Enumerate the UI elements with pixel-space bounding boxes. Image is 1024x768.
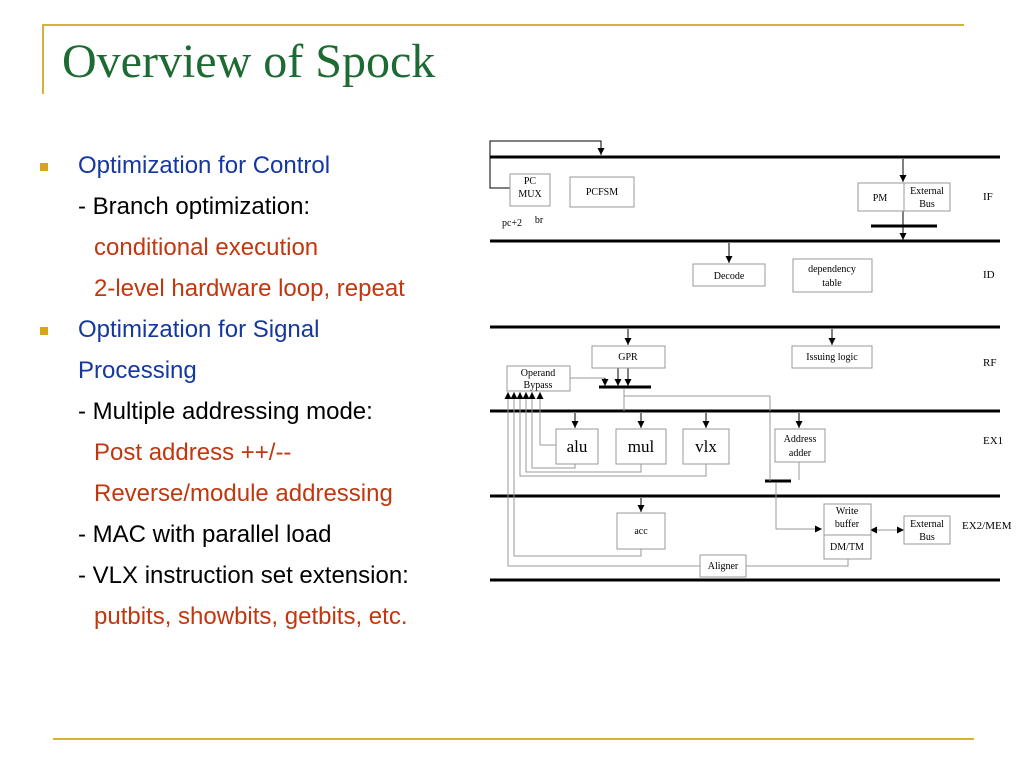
external-bus-mem-label-2: Bus — [919, 532, 935, 543]
block-labels: PC MUX PCFSM PM External Bus Decode depe… — [502, 176, 944, 572]
bullet-marker — [40, 163, 48, 171]
issuing-logic-label: Issuing logic — [806, 352, 858, 363]
pipeline-stage-rules — [490, 155, 1000, 582]
sub-vlx-extension: - VLX instruction set extension: — [78, 562, 409, 589]
dm-tm-label: DM/TM — [830, 542, 864, 553]
issuing-logic-block — [791, 345, 873, 369]
pm-label: PM — [873, 193, 888, 204]
dependency-table-label-1: dependency — [808, 264, 856, 275]
connectors — [489, 140, 907, 567]
acc-block — [616, 512, 666, 550]
pc-mux-label-1: PC — [524, 176, 537, 187]
gpr-block — [591, 345, 666, 369]
pc-mux-label-2: MUX — [518, 189, 542, 200]
dependency-table-block — [792, 258, 873, 293]
write-buffer-label-2: buffer — [835, 519, 860, 530]
bullet-optimization-signal-cont: Processing — [78, 357, 197, 384]
external-bus-if-label-1: External — [910, 186, 944, 197]
sub-mac-parallel-load: - MAC with parallel load — [78, 521, 332, 548]
item-post-address: Post address ++/-- — [94, 439, 292, 466]
stage-label-id: ID — [983, 269, 995, 281]
write-buffer-block — [823, 503, 872, 560]
frame-left-rule — [42, 24, 44, 94]
bullet-optimization-signal: Optimization for Signal — [78, 316, 320, 343]
address-adder-label-1: Address — [784, 434, 817, 445]
sub-addressing-mode: - Multiple addressing mode: — [78, 398, 373, 425]
frame-top-rule — [42, 24, 964, 26]
vlx-label: vlx — [695, 437, 717, 456]
external-bus-if-label-2: Bus — [919, 199, 935, 210]
alu-block — [555, 428, 599, 465]
item-conditional-execution: conditional execution — [94, 234, 319, 261]
vlx-block — [682, 428, 730, 465]
bullet-optimization-control: Optimization for Control — [78, 152, 331, 179]
dependency-table-label-2: table — [822, 278, 842, 289]
operand-bypass-block — [506, 365, 571, 392]
gpr-label: GPR — [618, 352, 638, 363]
pcfsm-block — [569, 176, 635, 208]
item-bit-functions: putbits, showbits, getbits, etc. — [94, 603, 408, 630]
item-reverse-addressing: Reverse/module addressing — [94, 480, 393, 507]
decode-block — [692, 263, 766, 287]
sub-branch-optimization: - Branch optimization: — [78, 193, 311, 220]
pc2-label: pc+2 — [502, 218, 522, 229]
frame-bottom-rule — [53, 738, 974, 740]
stage-labels: IF ID RF EX1 EX2/MEM — [962, 191, 1012, 532]
stage-label-ex1: EX1 — [983, 435, 1003, 447]
slide-title: Overview of Spock — [62, 35, 436, 88]
mul-block — [615, 428, 667, 465]
br-label: br — [535, 215, 544, 226]
item-hardware-loop: 2-level hardware loop, repeat — [94, 275, 405, 302]
aligner-label: Aligner — [708, 561, 739, 572]
external-bus-mem-block — [903, 515, 951, 545]
functional-unit-labels: alu mul vlx — [567, 437, 718, 456]
operand-bypass-label-1: Operand — [521, 368, 555, 379]
internal-buses — [599, 224, 937, 483]
aligner-block — [699, 554, 747, 578]
write-buffer-label-1: Write — [836, 506, 859, 517]
bullet-list: Optimization for Control - Branch optimi… — [0, 0, 480, 680]
acc-label: acc — [634, 526, 648, 537]
stage-label-if: IF — [983, 191, 993, 203]
pcfsm-label: PCFSM — [586, 187, 618, 198]
mul-label: mul — [628, 437, 655, 456]
bullet-marker — [40, 327, 48, 335]
pc-mux-block — [509, 173, 551, 207]
address-adder-block — [774, 428, 826, 463]
stage-label-ex2-mem: EX2/MEM — [962, 520, 1012, 532]
blocks — [506, 173, 951, 578]
operand-bypass-label-2: Bypass — [524, 380, 553, 391]
decode-label: Decode — [714, 271, 745, 282]
external-bus-mem-label-1: External — [910, 519, 944, 530]
alu-label: alu — [567, 437, 588, 456]
address-adder-label-2: adder — [789, 448, 812, 459]
stage-label-rf: RF — [983, 357, 996, 369]
